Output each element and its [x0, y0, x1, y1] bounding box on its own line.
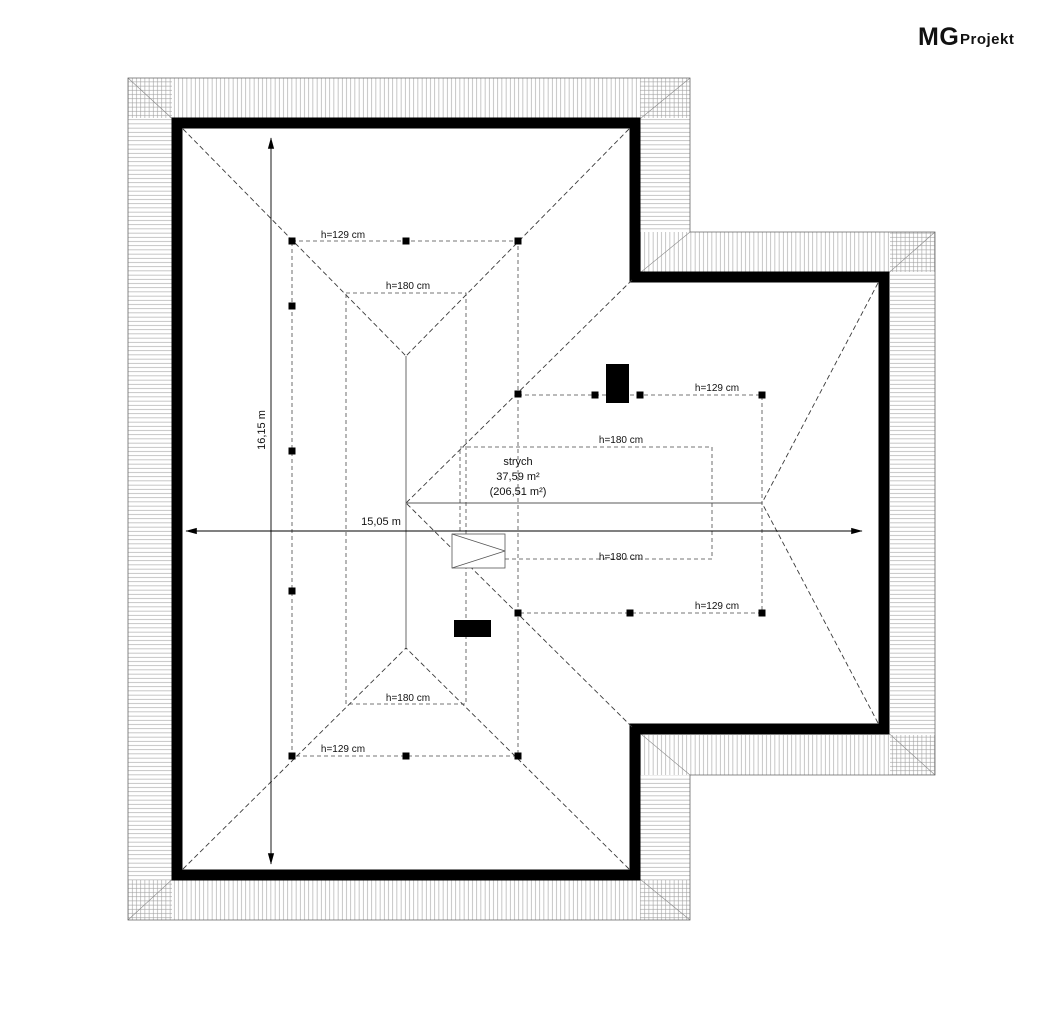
- eaves-band-wing-top: [640, 232, 935, 272]
- post-marker: [514, 237, 522, 245]
- chimney-horizontal: [454, 620, 491, 637]
- label-h180-top-left: h=180 cm: [386, 281, 430, 292]
- room-area: 37,59 m²: [496, 471, 540, 483]
- label-h180-bottom-left: h=180 cm: [386, 693, 430, 704]
- post-marker: [636, 391, 644, 399]
- chimneys: [454, 364, 629, 637]
- eaves-band-left: [128, 78, 172, 920]
- eaves-band-bottom: [128, 880, 690, 920]
- label-h129-bottom-left: h=129 cm: [321, 744, 365, 755]
- post-marker: [288, 587, 296, 595]
- room-area-total: (206,51 m²): [490, 486, 547, 498]
- post-marker: [758, 609, 766, 617]
- dimension-lines: 16,15 m 15,05 m: [185, 137, 863, 865]
- post-marker: [758, 391, 766, 399]
- eaves-hatching: [127, 77, 936, 921]
- eaves-band-right-upper: [640, 78, 690, 232]
- eaves-corner-mitres: [127, 77, 936, 921]
- label-h129-top-left: h=129 cm: [321, 230, 365, 241]
- post-marker: [626, 609, 634, 617]
- roof-markers: [288, 237, 766, 760]
- label-h180-top-right: h=180 cm: [599, 435, 643, 446]
- eaves-band-top: [128, 78, 690, 118]
- exterior-wall-outline: [171, 117, 890, 881]
- label-h129-top-right: h=129 cm: [695, 383, 739, 394]
- eaves-band-wing-bottom: [640, 735, 935, 775]
- logo-mg-text: MG: [918, 23, 959, 51]
- post-marker: [591, 391, 599, 399]
- chimney-vertical: [606, 364, 629, 403]
- post-marker: [514, 609, 522, 617]
- contour-h180-right: [459, 446, 713, 560]
- horizontal-dimension-label: 15,05 m: [361, 516, 401, 528]
- skylight-outline: [451, 533, 506, 569]
- contour-labels: h=129 cm h=180 cm h=180 cm h=129 cm h=12…: [321, 230, 739, 755]
- label-h129-bottom-right: h=129 cm: [695, 601, 739, 612]
- post-marker: [514, 752, 522, 760]
- eaves-band-wing-right: [890, 232, 935, 775]
- eaves-band-right-lower: [640, 775, 690, 920]
- contour-h180-left: [345, 292, 467, 705]
- post-marker: [288, 752, 296, 760]
- contour-h129-left: [291, 240, 519, 757]
- post-marker: [288, 447, 296, 455]
- post-marker: [288, 237, 296, 245]
- outer-perimeter-line: [127, 77, 936, 921]
- room-name: strych: [503, 456, 532, 468]
- label-h180-bottom-right: h=180 cm: [599, 552, 643, 563]
- skylight-symbol: [451, 533, 506, 569]
- ridge-lines: [405, 356, 762, 648]
- post-marker: [402, 752, 410, 760]
- post-marker: [288, 302, 296, 310]
- logo: MG Projekt: [918, 23, 1014, 51]
- room-label: strych 37,59 m² (206,51 m²): [490, 456, 547, 498]
- post-marker: [402, 237, 410, 245]
- vertical-dimension-label: 16,15 m: [256, 410, 268, 450]
- post-marker: [514, 390, 522, 398]
- skylight-direction-lines: [451, 533, 506, 569]
- logo-projekt-text: Projekt: [960, 31, 1014, 48]
